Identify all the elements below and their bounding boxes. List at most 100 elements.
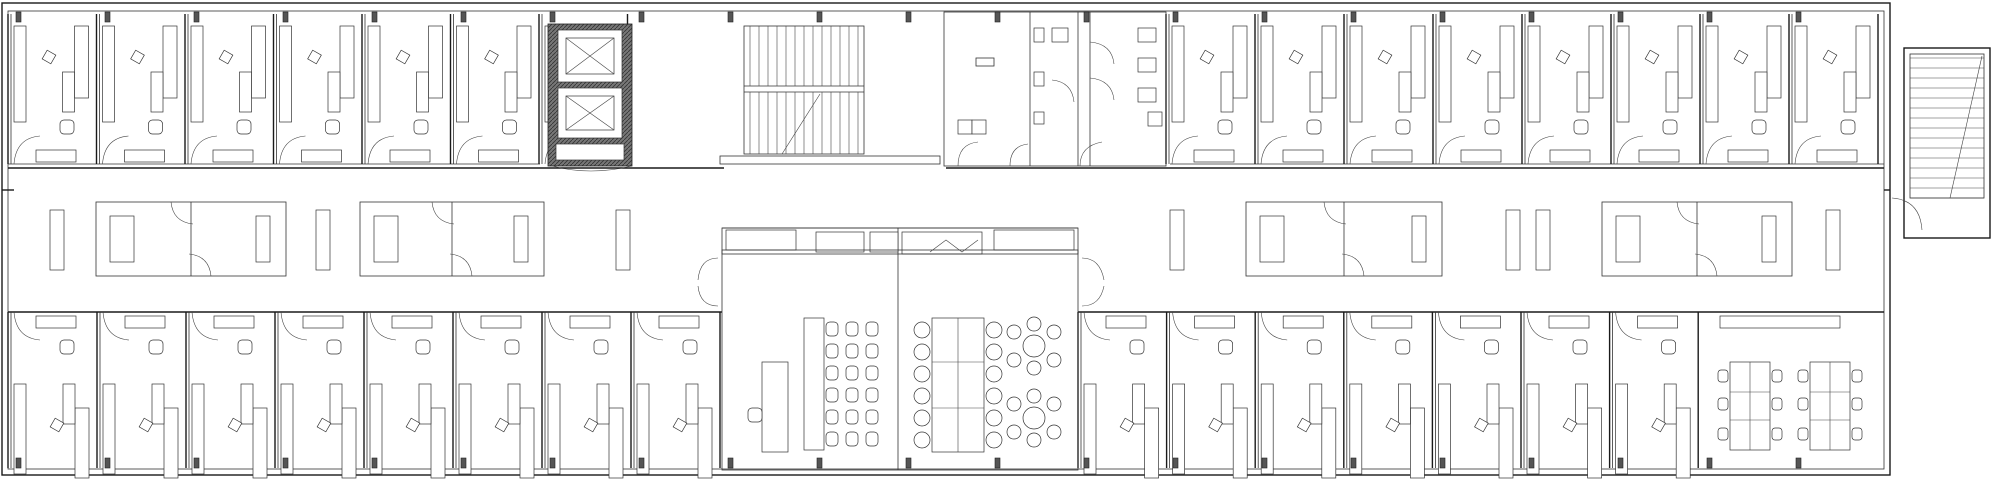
column (1795, 457, 1802, 469)
chair (913, 365, 931, 383)
column (1172, 11, 1179, 23)
door-swing (1526, 311, 1554, 341)
top-left-offices (7, 14, 629, 165)
chair (845, 343, 859, 359)
desk (416, 71, 429, 113)
column (1795, 11, 1802, 23)
desk (1794, 25, 1808, 123)
desk (1487, 71, 1501, 113)
desk (239, 71, 252, 113)
door-swing (1260, 135, 1288, 165)
cabinet (1816, 149, 1858, 163)
door-swing (191, 311, 219, 341)
chair (985, 409, 1003, 427)
chair (1822, 49, 1838, 65)
chair (405, 417, 421, 433)
chair (985, 387, 1003, 405)
column (549, 457, 556, 469)
chair (227, 417, 243, 433)
desk (1766, 25, 1782, 99)
cabinet (1371, 315, 1413, 329)
desk (327, 71, 341, 113)
desk (516, 25, 532, 99)
desk (162, 25, 178, 99)
desk (163, 407, 179, 479)
table (1259, 215, 1285, 263)
column (371, 457, 378, 469)
table (255, 215, 271, 263)
door-swing (1616, 135, 1644, 165)
chair (913, 431, 931, 449)
column (905, 11, 912, 23)
column (1706, 457, 1713, 469)
chair (985, 365, 1003, 383)
door-swing (367, 135, 395, 165)
column (816, 11, 823, 23)
desk (341, 407, 357, 479)
door-swing (1705, 135, 1733, 165)
chair (484, 49, 499, 65)
door-swing (1694, 253, 1718, 277)
chair (148, 119, 163, 135)
column (371, 11, 378, 23)
door-swing (547, 311, 575, 341)
door-swing (1349, 311, 1376, 341)
desk (190, 25, 204, 123)
chair (1129, 339, 1145, 355)
desk (1232, 407, 1248, 479)
chair (1797, 369, 1809, 383)
desk (1575, 383, 1588, 425)
building-envelope (1, 2, 1891, 476)
cabinet (1719, 315, 1841, 329)
desk (1588, 25, 1604, 99)
door-swing (1438, 135, 1466, 165)
round-table (1022, 334, 1046, 358)
cabinet (569, 315, 611, 329)
table (1411, 215, 1427, 263)
desk (1260, 25, 1274, 123)
chair (1026, 360, 1042, 376)
door-swing (13, 311, 41, 341)
desk (1410, 25, 1426, 99)
chair (1046, 396, 1062, 412)
door-swing (1676, 201, 1700, 225)
desk (1705, 25, 1719, 123)
cabinet (1548, 315, 1590, 329)
desk (151, 383, 165, 425)
door-swing (190, 135, 218, 165)
door-swing (1349, 135, 1377, 165)
chair (1797, 397, 1809, 411)
chair (1385, 417, 1401, 433)
door-swing (102, 311, 130, 341)
bottom-right-offices (1077, 311, 1863, 479)
door-swing (431, 201, 455, 225)
door-swing (1438, 311, 1465, 341)
column (1261, 457, 1268, 469)
chair (865, 343, 879, 359)
desk (1615, 383, 1628, 475)
chair (395, 49, 411, 65)
chair (825, 431, 839, 447)
desk (62, 71, 75, 113)
column (15, 11, 22, 23)
desk (430, 407, 446, 479)
column (638, 457, 645, 469)
cabinet (1638, 149, 1680, 163)
cabinet (212, 149, 254, 163)
cabinet (124, 149, 165, 163)
column (1706, 11, 1713, 23)
main-staircase (719, 25, 941, 165)
door-swing (449, 253, 473, 277)
column (727, 457, 734, 469)
chair (865, 431, 879, 447)
cabinet (302, 315, 344, 329)
desk (1677, 25, 1693, 99)
chair (913, 343, 931, 361)
chair (825, 343, 839, 359)
chair (1395, 339, 1411, 355)
desk (1527, 25, 1541, 123)
column (1083, 11, 1090, 23)
chair (148, 339, 164, 355)
cabinet (480, 315, 522, 329)
round-table (1022, 406, 1046, 430)
